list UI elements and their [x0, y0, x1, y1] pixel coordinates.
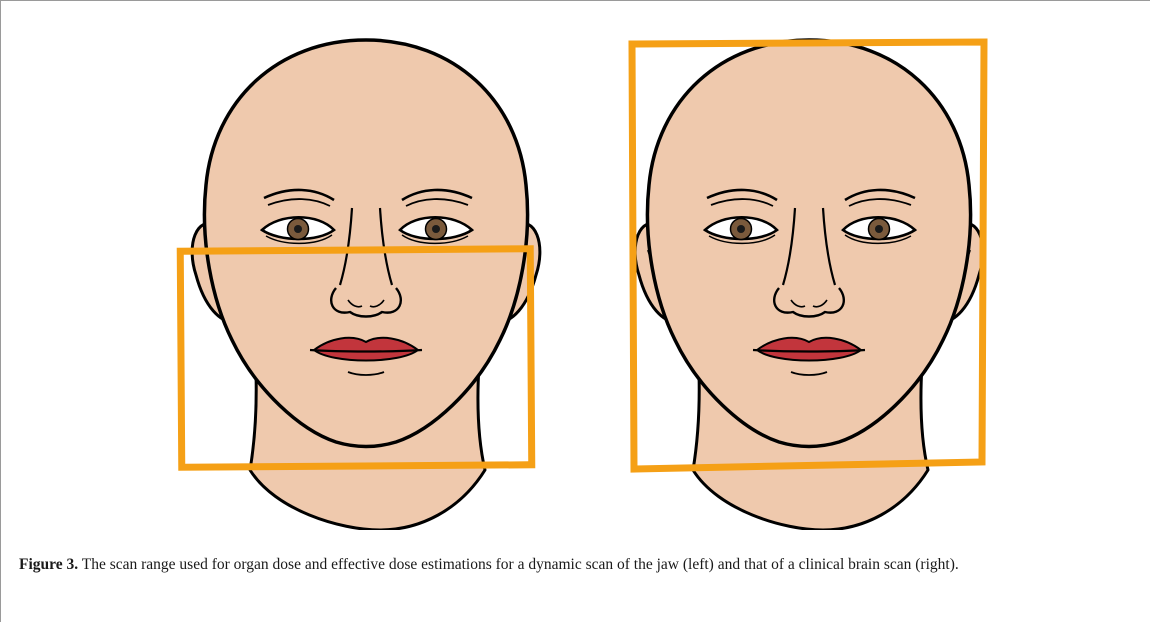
- figure-illustration: [0, 0, 1150, 530]
- figure-caption-text: The scan range used for organ dose and e…: [82, 556, 959, 573]
- figure-label: Figure 3.: [19, 556, 78, 573]
- brain-scan-face: [635, 40, 983, 530]
- jaw-scan-face: [192, 40, 540, 530]
- figure-caption: Figure 3. The scan range used for organ …: [19, 555, 1119, 575]
